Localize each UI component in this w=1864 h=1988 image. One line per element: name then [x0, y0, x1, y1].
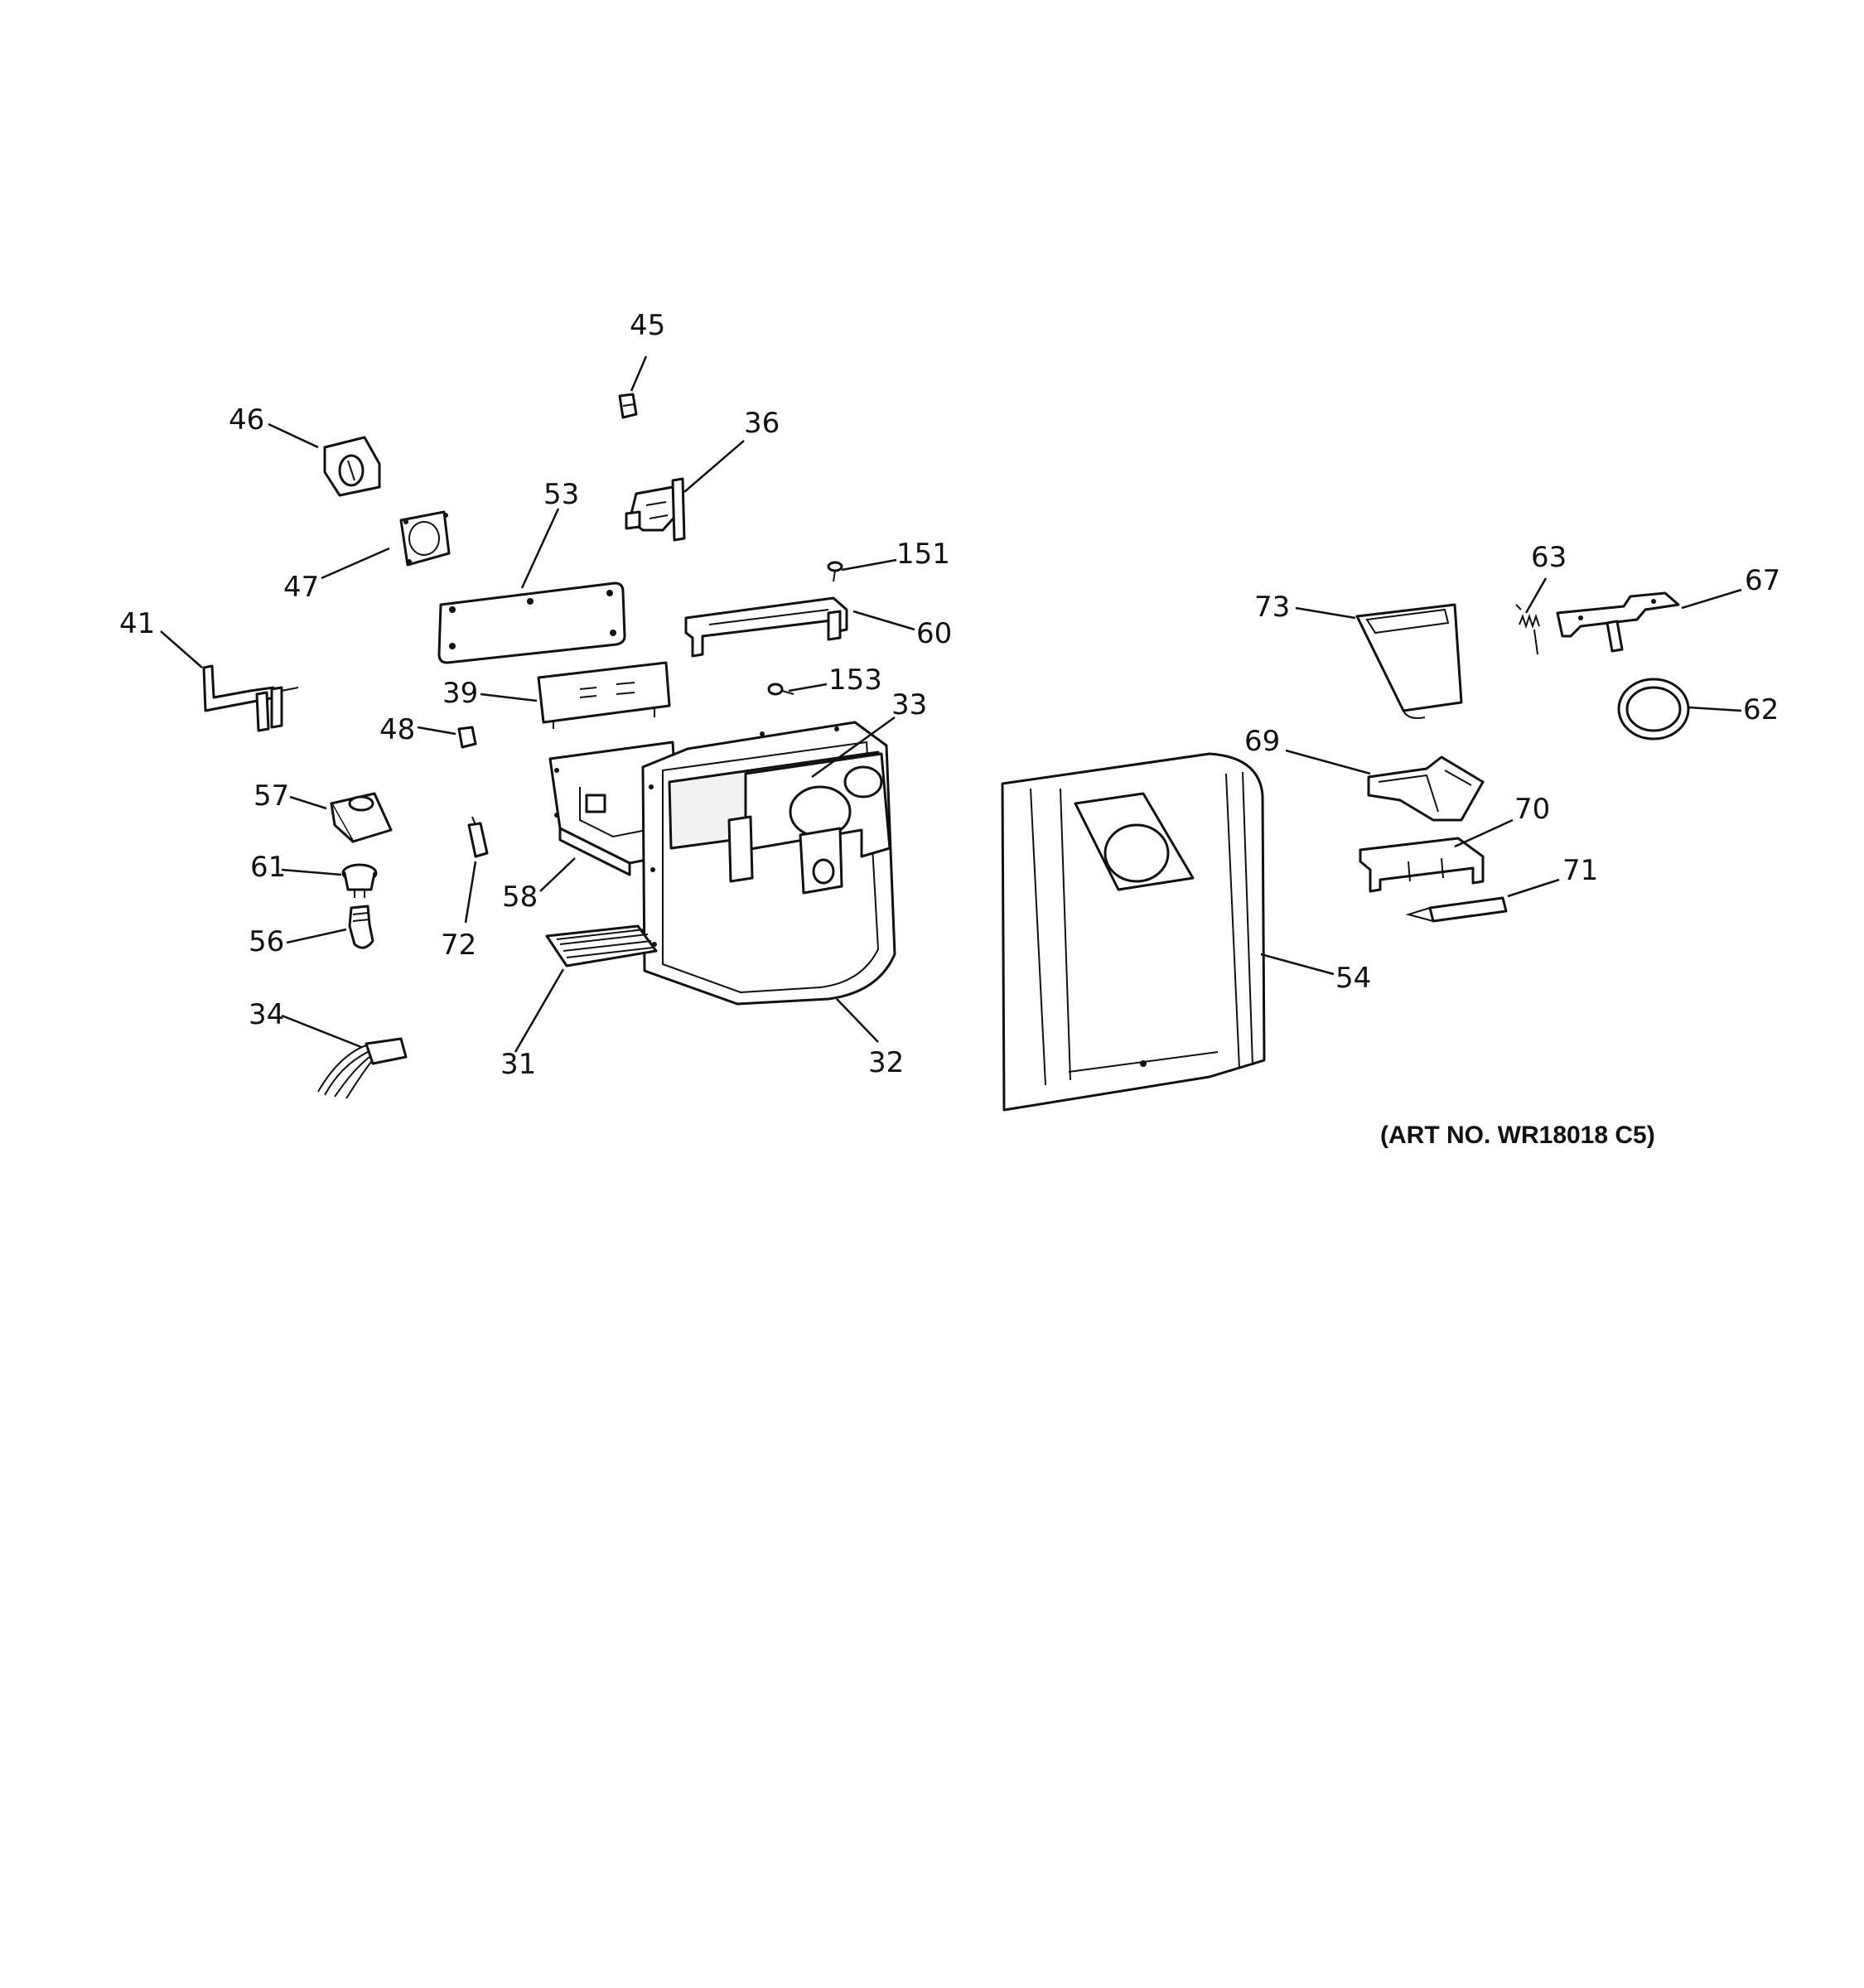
callout-71: 71	[1562, 854, 1598, 887]
callout-32: 32	[868, 1046, 904, 1079]
part-31-drip-tray	[545, 924, 658, 967]
part-153-screw	[767, 683, 794, 696]
callout-45: 45	[630, 309, 665, 342]
part-60-bracket	[684, 596, 848, 658]
callout-33: 33	[891, 688, 927, 721]
callout-41: 41	[119, 607, 155, 640]
part-72-switch	[467, 816, 489, 858]
part-36-actuator-bracket	[625, 477, 686, 542]
callout-31: 31	[500, 1048, 536, 1081]
part-151-screw	[827, 561, 843, 582]
part-73-ice-chute	[1355, 603, 1463, 719]
part-53-cover-plate	[437, 581, 626, 664]
part-41-lever-arm	[202, 664, 299, 732]
part-56-light-bulb	[348, 905, 374, 949]
callout-39: 39	[442, 677, 478, 710]
callout-57: 57	[254, 779, 289, 813]
callout-54: 54	[1335, 962, 1371, 995]
part-71-wedge-bar	[1405, 896, 1508, 923]
callout-61: 61	[250, 851, 286, 884]
callout-151: 151	[896, 538, 950, 571]
callout-48: 48	[379, 713, 415, 746]
callout-153: 153	[828, 663, 882, 697]
part-57-light-housing	[330, 792, 393, 843]
part-54-dispenser-recess	[1001, 752, 1266, 1112]
part-69-chute-guide	[1367, 755, 1485, 822]
callout-46: 46	[229, 403, 264, 437]
callout-63: 63	[1531, 541, 1567, 574]
part-33-chute-assembly	[727, 752, 891, 895]
callout-67: 67	[1745, 564, 1780, 597]
part-48-switch	[457, 726, 477, 749]
part-39-control-board	[537, 661, 671, 729]
callout-72: 72	[441, 929, 476, 962]
callout-58: 58	[502, 881, 538, 914]
callout-60: 60	[916, 617, 952, 650]
callout-69: 69	[1244, 725, 1280, 758]
part-47-switch-bracket	[399, 510, 451, 567]
callout-34: 34	[249, 998, 284, 1031]
callout-56: 56	[249, 925, 284, 958]
art-number: (ART NO. WR18018 C5)	[1380, 1122, 1655, 1149]
callout-53: 53	[543, 478, 579, 511]
part-70-slide-frame	[1359, 837, 1485, 893]
callout-62: 62	[1743, 693, 1779, 726]
part-46-knob-housing	[323, 436, 381, 497]
part-62-gasket-ring	[1617, 678, 1690, 741]
callout-47: 47	[283, 571, 319, 604]
callout-73: 73	[1254, 591, 1290, 624]
part-61-light-socket	[341, 863, 378, 898]
callout-labels: 45 46 36 53 47 151 60 41 39 153 33 48 57…	[119, 309, 1780, 1081]
callout-leaders	[160, 355, 1742, 1053]
part-67-bracket	[1556, 591, 1680, 653]
callout-36: 36	[744, 407, 780, 440]
part-63-spring	[1515, 604, 1540, 655]
callout-70: 70	[1514, 793, 1550, 826]
part-45-clip	[618, 393, 638, 419]
part-34-wire-harness	[317, 1037, 408, 1099]
